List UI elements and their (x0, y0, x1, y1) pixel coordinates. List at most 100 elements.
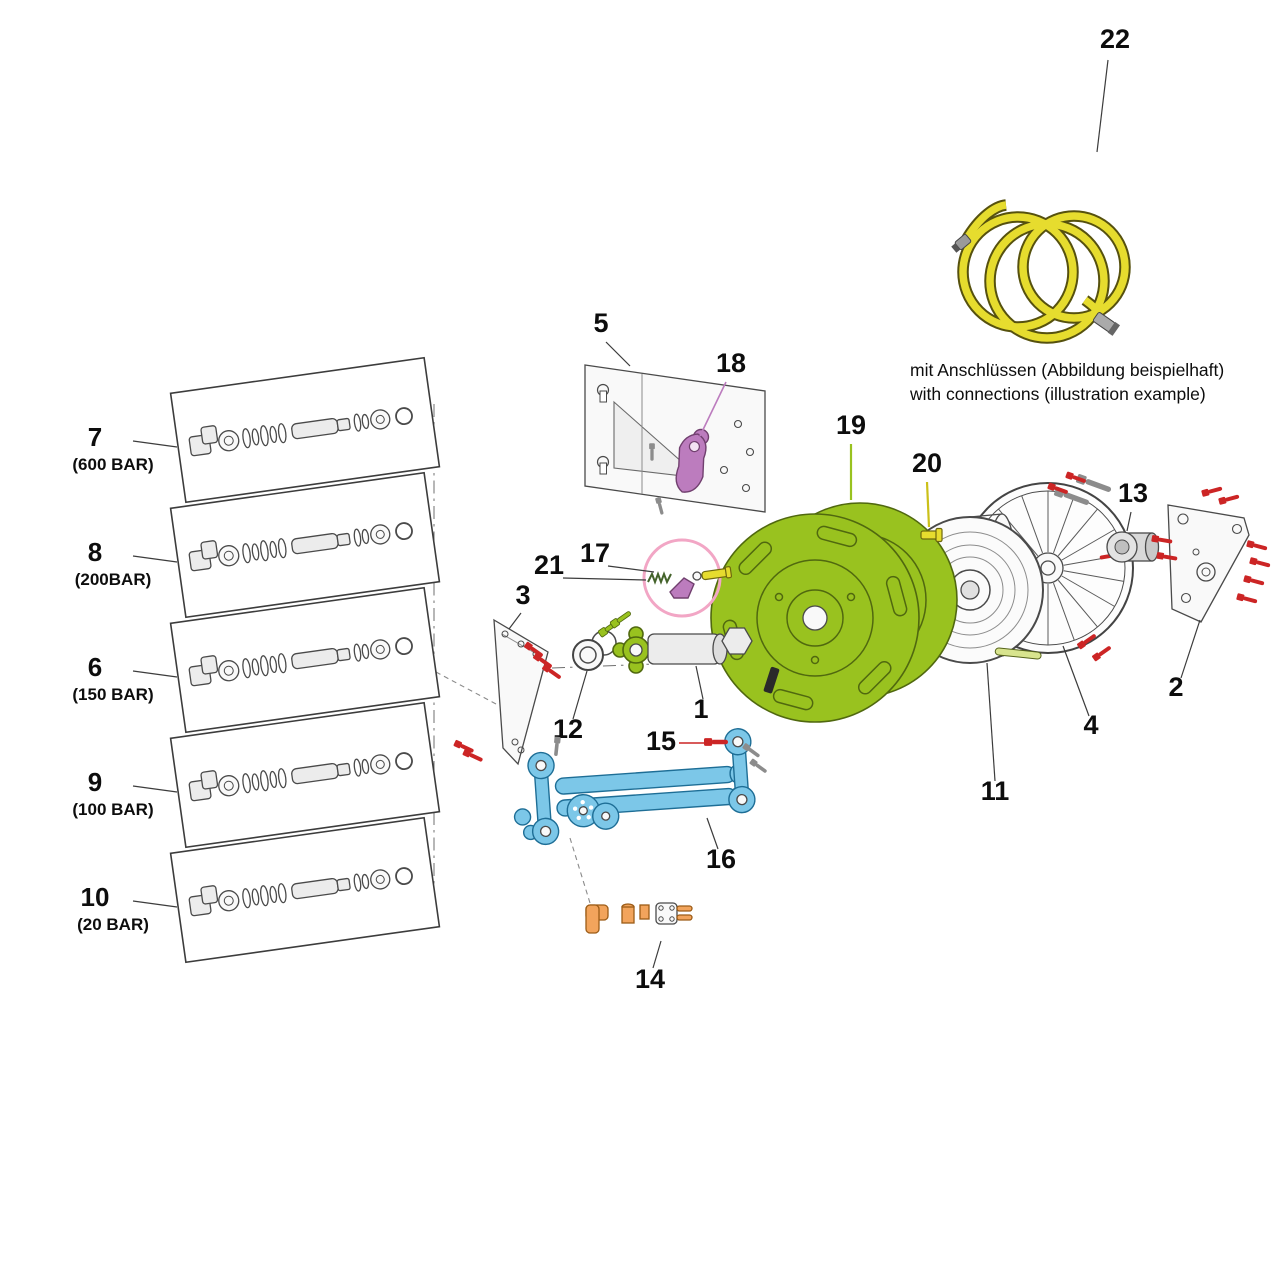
hub-bore (1114, 539, 1130, 555)
leader-line-3 (508, 612, 522, 630)
leader-line-box9 (132, 785, 178, 793)
red-screw-plate-1 (1201, 485, 1223, 497)
red-screw-plate-6 (1236, 593, 1258, 605)
hose-note-line2: with connections (illustration example) (909, 384, 1206, 404)
callout-2: 2 (1168, 672, 1183, 702)
mount-plate: 3 (453, 580, 563, 766)
wheel-hole (572, 806, 578, 811)
variant-boxes: 7 (600 BAR) 8 (200BAR) 6 (150 BAR) 9 (10… (72, 356, 441, 964)
variant-number-10: 10 (81, 882, 110, 912)
variant-box-7 (169, 356, 441, 504)
leader-line-11 (986, 662, 996, 782)
leader-line-5 (605, 341, 631, 367)
leader-line-box7 (132, 440, 178, 448)
mount-plate-hole-1 (501, 630, 509, 638)
keyhole-slot-top-slot (599, 390, 607, 403)
leader-line-box8 (132, 555, 178, 563)
hose-connector-top (951, 233, 972, 253)
drum-center (960, 580, 980, 600)
side-plate-hole-1 (1177, 513, 1189, 525)
variant-number-8: 8 (88, 537, 102, 567)
grease-pipe (994, 647, 1042, 660)
side-plate-hole-2 (1231, 523, 1243, 535)
pawl-pin (701, 566, 733, 581)
bracket-hole-2 (745, 447, 755, 457)
red-screw-plate-5 (1243, 575, 1265, 587)
callout-13: 13 (1118, 478, 1148, 508)
clamp-screw-bottom (676, 914, 693, 921)
leader-line-box10 (132, 900, 178, 908)
side-plate-hole-4 (1180, 592, 1192, 604)
variant-box-10 (169, 816, 441, 964)
spacer-bushing (639, 904, 650, 920)
bracket-hole-1 (733, 419, 743, 429)
leader-line-16 (706, 817, 719, 850)
set-bolt: 20 (912, 448, 943, 543)
disc-hub-bore (802, 605, 828, 631)
mount-plate-hole-5 (517, 746, 525, 754)
leader-line-12 (572, 670, 588, 720)
hose-fittings: 14 (569, 837, 693, 994)
clamp-hole (658, 905, 664, 911)
grease-pipe-body (994, 647, 1042, 660)
disc-hole-3 (810, 655, 820, 665)
wheel-hole (576, 815, 581, 821)
pressure-label-100bar: (100 BAR) (72, 800, 153, 819)
reel-discs: 19 (710, 410, 958, 723)
hose-note-line1: mit Anschlüssen (Abbildung beispielhaft) (910, 360, 1224, 380)
bearing: 12 (553, 630, 617, 744)
disc-hub-ring (786, 589, 844, 647)
leader-line-20 (925, 481, 931, 528)
variant-box-6 (169, 586, 441, 734)
roller-screw-3 (749, 758, 769, 775)
callout-21: 21 (534, 550, 564, 580)
left-guide-wheel-top-hub (535, 759, 547, 772)
leader-line-14 (652, 940, 662, 969)
variant-number-7: 7 (88, 422, 102, 452)
pawl-spring (647, 571, 672, 585)
coiled-hose: 22 mit Anschlüssen (Abbildung beispielha… (909, 24, 1224, 404)
callout-19: 19 (836, 410, 866, 440)
ratchet-part: 18 (675, 348, 746, 493)
left-guide-wheel-bottom-hub (539, 825, 552, 838)
disc-hole-2 (774, 592, 784, 602)
mount-plate-body (493, 618, 549, 766)
pressure-label-200bar: (200BAR) (75, 570, 152, 589)
shaft-hex-nut (721, 627, 753, 655)
leader-line-18 (699, 381, 727, 437)
nipple-body (621, 906, 635, 924)
hose-connector-bottom-cap (1107, 321, 1121, 336)
mount-plate-hole-4 (511, 738, 519, 746)
disc-hole-1 (846, 592, 856, 602)
flange-bore (629, 643, 643, 657)
leader-line-13 (1126, 511, 1132, 532)
axle-hub: 13 (1106, 478, 1160, 563)
callout-18: 18 (716, 348, 746, 378)
pressure-label-20bar: (20 BAR) (77, 915, 149, 934)
callout-16: 16 (706, 844, 736, 874)
shaft-body (647, 633, 721, 665)
clamp-screw-top (676, 905, 693, 912)
variant-number-9: 9 (88, 767, 102, 797)
red-screw-wheel-5 (1091, 644, 1113, 662)
pawl-washer (692, 571, 702, 581)
leader-line-21 (562, 577, 647, 581)
callout-20: 20 (912, 448, 942, 478)
bearing-inner-race (579, 646, 597, 664)
side-plate: 2 (1151, 485, 1271, 702)
small-roller-1 (513, 808, 532, 826)
mount-plate-hole-2 (517, 640, 525, 648)
ratchet-lever-hole (688, 440, 700, 453)
green-screw-2 (609, 608, 633, 630)
set-bolt-shaft (920, 530, 938, 540)
pawl-pin-head (724, 566, 733, 579)
bracket-screw-2 (654, 496, 666, 516)
wheel-hub-bore (1040, 560, 1056, 576)
wheel-hole (588, 805, 594, 810)
keyhole-slot-bottom-slot (599, 462, 607, 475)
variant-number-6: 6 (88, 652, 102, 682)
right-guide-wheel-top-hub (732, 736, 744, 748)
leader-line-box6 (132, 670, 178, 678)
